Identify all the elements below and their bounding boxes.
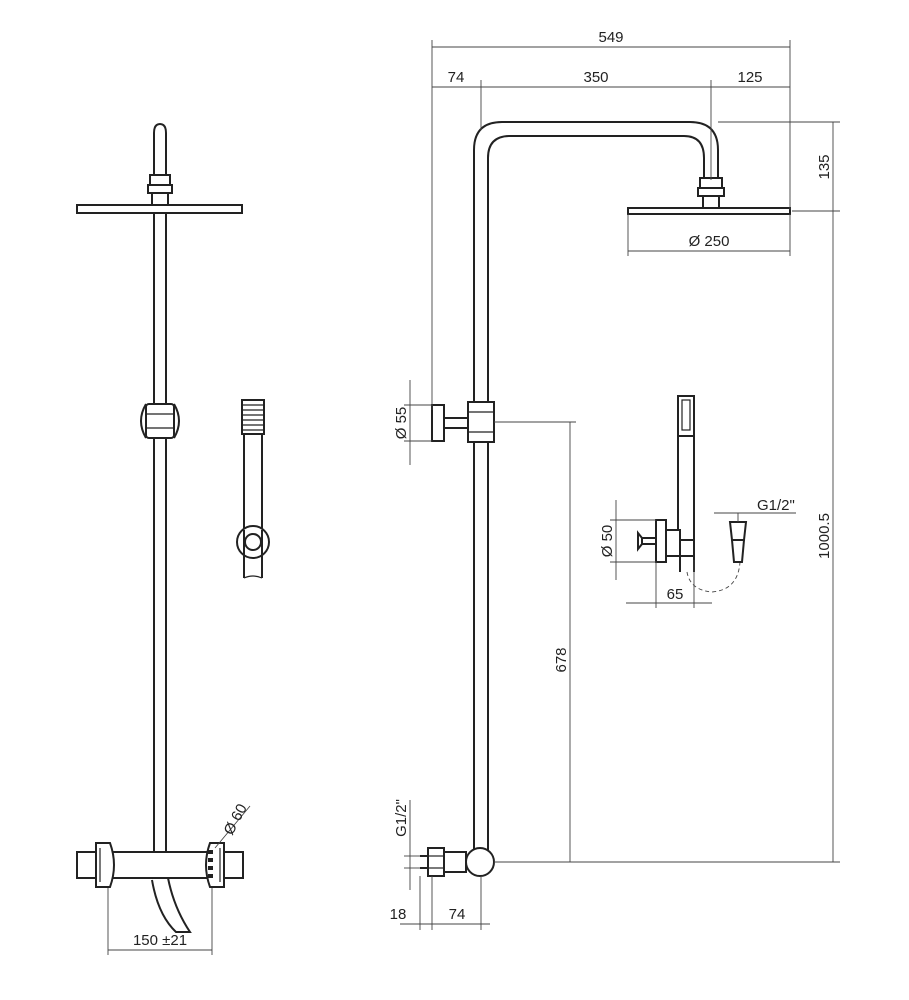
front-valve bbox=[76, 842, 244, 933]
valve-side-nut bbox=[427, 847, 445, 877]
dim-offset-left-label: 74 bbox=[448, 69, 465, 86]
dim-total-height-label: 1000.5 bbox=[816, 513, 833, 559]
dim-holder-offset-label: 65 bbox=[667, 586, 684, 603]
dim-hose-connection-label: G1/2" bbox=[757, 497, 795, 514]
dim-top-chain: 74 350 125 bbox=[432, 69, 790, 180]
valve-knob-right bbox=[205, 842, 225, 888]
valve-side-circle bbox=[465, 847, 495, 877]
dim-inlet-distance: 150 ±21 bbox=[107, 888, 213, 955]
knob-mark bbox=[208, 866, 213, 870]
side-nut-2 bbox=[697, 187, 725, 197]
side-hand-shower bbox=[637, 395, 748, 593]
dim-arm-length-label: 350 bbox=[583, 69, 608, 86]
front-arm-top bbox=[153, 122, 167, 175]
side-arm-inner bbox=[487, 135, 705, 850]
valve-side-body bbox=[443, 851, 467, 873]
dim-head-offset-label: 125 bbox=[737, 69, 762, 86]
front-slider-arc-l bbox=[140, 403, 147, 439]
front-shower-head bbox=[76, 204, 243, 214]
side-wall-bracket bbox=[431, 401, 495, 443]
side-valve bbox=[420, 847, 495, 877]
holder-inner bbox=[244, 533, 262, 551]
hose-connector bbox=[728, 521, 748, 541]
side-connector bbox=[702, 196, 720, 209]
dim-bracket-diameter: Ø 55 bbox=[393, 380, 432, 465]
dim-wall-depth-label: 18 bbox=[390, 906, 407, 923]
front-slider-arc-r bbox=[173, 403, 180, 439]
front-view: 150 ±21 Ø 60 bbox=[76, 122, 270, 955]
knob-mark bbox=[208, 850, 213, 854]
slider-clamp bbox=[467, 401, 495, 443]
side-hand-face bbox=[681, 399, 691, 431]
hose-connector-body bbox=[731, 539, 745, 563]
dim-hose-connection: G1/2" bbox=[714, 497, 796, 522]
side-view: 549 74 350 125 135 Ø 250 10 bbox=[390, 29, 840, 930]
front-nut-1 bbox=[149, 174, 171, 186]
dim-head-height: 135 bbox=[718, 121, 840, 212]
valve-hose bbox=[151, 877, 192, 933]
side-hand-head bbox=[677, 395, 695, 437]
front-connector bbox=[151, 192, 169, 206]
dim-head-diameter: Ø 250 bbox=[627, 214, 791, 256]
dim-overall-width: 549 bbox=[431, 29, 791, 410]
bracket-plate bbox=[431, 404, 445, 442]
valve-knob-left bbox=[95, 842, 115, 888]
leader bbox=[214, 805, 251, 849]
dim-head-diameter-label: Ø 250 bbox=[689, 233, 730, 250]
dim-holder-offset: 65 bbox=[626, 560, 712, 608]
side-arm-outer bbox=[473, 121, 719, 850]
dim-head-height-label: 135 bbox=[816, 154, 833, 179]
dim-valve-offset-label: 74 bbox=[449, 906, 466, 923]
dim-bracket-diameter-label: Ø 55 bbox=[393, 407, 410, 440]
holder-screw-head bbox=[637, 530, 643, 552]
dim-holder-diameter: Ø 50 bbox=[599, 500, 656, 580]
dim-inlet-connection: G1/2" bbox=[393, 799, 420, 890]
hand-shower-head bbox=[241, 399, 265, 435]
dim-slider-height: 678 bbox=[494, 421, 576, 862]
knob-mark bbox=[208, 858, 213, 862]
dim-overall-width-label: 549 bbox=[598, 29, 623, 46]
dim-valve-diameter: Ø 60 bbox=[214, 801, 251, 849]
dim-inlet-connection-label: G1/2" bbox=[393, 799, 410, 837]
front-slider bbox=[145, 403, 175, 439]
dim-bottom-chain: 18 74 bbox=[390, 876, 490, 930]
holder-cup bbox=[680, 539, 695, 557]
dim-valve-diameter-label: Ø 60 bbox=[221, 801, 251, 838]
dim-inlet-distance-label: 150 ±21 bbox=[133, 932, 187, 949]
front-hand-shower bbox=[236, 399, 270, 579]
dim-holder-diameter-label: Ø 50 bbox=[599, 525, 616, 558]
front-nut-2 bbox=[147, 184, 173, 194]
holder-plate bbox=[655, 519, 667, 563]
holder-body bbox=[665, 529, 681, 557]
dim-total-height: 1000.5 bbox=[494, 211, 840, 863]
hose-path bbox=[686, 561, 741, 593]
knob-mark bbox=[208, 874, 213, 878]
hose-break bbox=[243, 575, 263, 579]
valve-joint bbox=[153, 846, 167, 852]
side-shower-head bbox=[627, 207, 791, 215]
dim-slider-height-label: 678 bbox=[553, 647, 570, 672]
